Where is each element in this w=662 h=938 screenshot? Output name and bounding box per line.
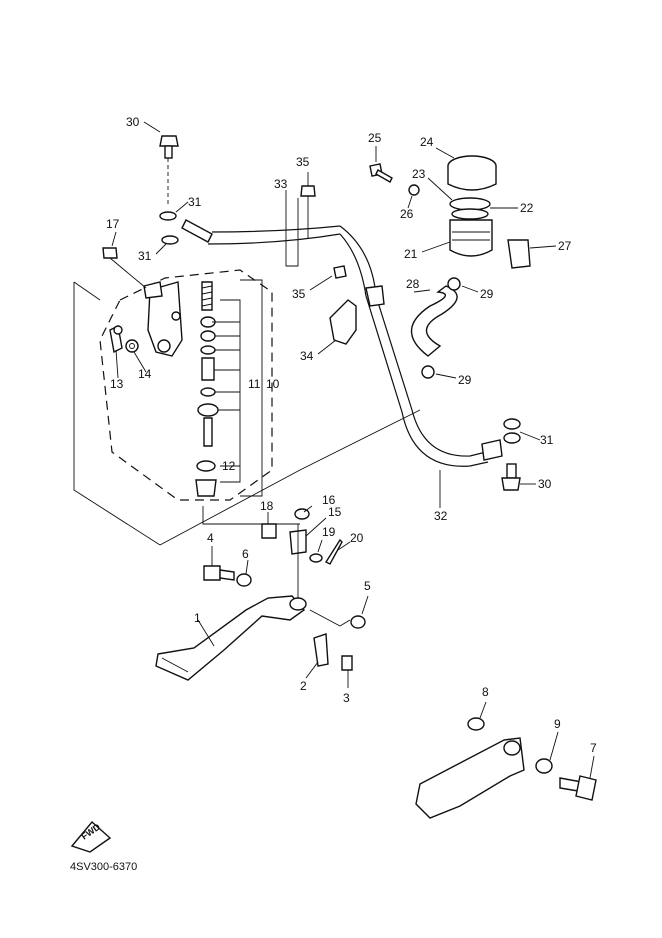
brake-hose-33 (181, 198, 341, 267)
hose-28 (410, 285, 458, 357)
callout-8: 8 (482, 685, 489, 699)
callout-20: 20 (350, 531, 364, 545)
screw-25 (369, 163, 393, 183)
bolt-35-upper (300, 185, 316, 238)
bolt-4 (203, 565, 235, 581)
reservoir-21 (449, 219, 493, 257)
callout-26: 26 (400, 207, 414, 221)
callout-35-bottom: 35 (292, 287, 306, 301)
callout-15: 15 (328, 505, 342, 519)
callout-18: 18 (260, 499, 274, 513)
callout-16: 16 (322, 493, 336, 507)
fwd-arrow-icon: FWD (70, 820, 112, 853)
bracket-10 (240, 279, 263, 497)
callout-13: 13 (110, 377, 124, 391)
diagram-code: 4SV300-6370 (70, 861, 137, 873)
washer-26 (408, 184, 420, 196)
diaphragm-23 (449, 197, 491, 211)
washer-31-upper (159, 211, 177, 221)
pin-16 (294, 508, 310, 520)
callout-5: 5 (364, 579, 371, 593)
cotter-pin-20 (324, 538, 343, 565)
bracket-27 (507, 239, 531, 269)
washer-31-right-upper (503, 418, 521, 430)
washer-5 (350, 615, 366, 629)
washer-9 (535, 758, 553, 774)
callout-17: 17 (106, 217, 120, 231)
callout-4: 4 (207, 531, 214, 545)
footrest-bracket (415, 737, 525, 819)
callout-31-top: 31 (188, 195, 202, 209)
washer-31-lower (161, 235, 179, 245)
clamp-34 (329, 299, 357, 345)
clip-29-lower (421, 365, 435, 379)
bolt-3 (341, 655, 353, 671)
nut-14 (125, 339, 139, 353)
washer-6 (236, 573, 252, 587)
callout-19: 19 (322, 525, 336, 539)
callout-3: 3 (343, 691, 350, 705)
callout-2: 2 (300, 679, 307, 693)
callout-29-upper: 29 (480, 287, 494, 301)
callout-21: 21 (404, 247, 418, 261)
washer-19 (309, 553, 323, 563)
callout-27: 27 (558, 239, 572, 253)
pushrod-13 (109, 324, 123, 354)
callout-34: 34 (300, 349, 314, 363)
plate-22 (451, 208, 489, 220)
bolt-30-right (501, 463, 521, 491)
washer-8 (467, 717, 485, 731)
callout-28: 28 (406, 277, 420, 291)
bolt-17 (102, 247, 147, 289)
callout-31-mid: 31 (138, 249, 152, 263)
callout-11: 11 (248, 377, 261, 391)
bracket-11 (220, 299, 241, 483)
piston-kit (195, 281, 219, 497)
callout-14: 14 (138, 367, 152, 381)
callout-23: 23 (412, 167, 426, 181)
callout-30-right: 30 (538, 477, 552, 491)
brake-pedal-1 (155, 595, 307, 681)
callout-7: 7 (590, 741, 597, 755)
master-cylinder-body (143, 281, 183, 357)
callout-22: 22 (520, 201, 534, 215)
callout-10: 10 (266, 377, 280, 391)
bolt-30-top (159, 135, 179, 159)
bolt-7 (559, 775, 597, 801)
callout-32: 32 (434, 509, 448, 523)
master-cylinder-group-outline (99, 269, 273, 501)
clip-29-upper (447, 277, 461, 291)
callout-35-top: 35 (296, 155, 310, 169)
callout-24: 24 (420, 135, 434, 149)
callouts: 30 31 31 17 33 35 35 34 25 24 23 22 26 2… (106, 115, 597, 779)
group-bracket-line (73, 282, 421, 546)
callout-9: 9 (554, 717, 561, 731)
callout-12: 12 (222, 459, 236, 473)
callout-25: 25 (368, 131, 382, 145)
spring-hook-2 (313, 633, 329, 667)
bolt-18 (261, 523, 277, 539)
callout-33: 33 (274, 177, 288, 191)
brake-hose-32 (339, 225, 503, 467)
callout-29-lower: 29 (458, 373, 472, 387)
washer-31-right-lower (503, 432, 521, 444)
callout-30-top: 30 (126, 115, 140, 129)
reservoir-cap-24 (447, 155, 497, 191)
bolt-35-lower (333, 265, 347, 279)
callout-1: 1 (194, 611, 201, 625)
callout-6: 6 (242, 547, 249, 561)
callout-31-right: 31 (540, 433, 554, 447)
